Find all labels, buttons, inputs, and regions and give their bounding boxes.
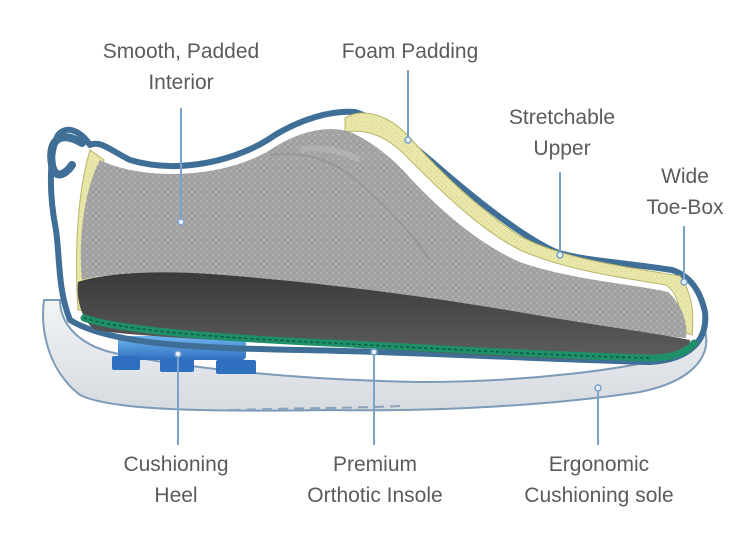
leader-lines <box>177 70 685 445</box>
callout-line: Stretchable <box>508 106 616 129</box>
callout-line: Heel <box>154 484 198 507</box>
callout-smooth-padded-interior: Smooth, Padded Interior <box>103 36 259 98</box>
callout-line: Orthotic Insole <box>307 484 443 507</box>
knit-upper <box>80 129 687 338</box>
callout-line: Toe-Box <box>646 196 724 219</box>
foam-padding-tongue <box>344 112 694 336</box>
callout-line: Wide <box>661 165 709 188</box>
callout-cushioning-heel: Cushioning Heel <box>123 449 228 511</box>
shoe-outline <box>47 108 709 365</box>
callout-premium-orthotic-insole: Premium Orthotic Insole <box>307 449 442 511</box>
callout-ergonomic-cushioning-sole: Ergonomic Cushioning sole <box>524 449 673 511</box>
callout-line: Foam Padding <box>341 40 479 63</box>
callout-line: Upper <box>533 137 591 160</box>
heel-pull-tab <box>47 133 86 179</box>
callout-foam-padding: Foam Padding <box>342 36 479 67</box>
callout-wide-toe-box: Wide Toe-Box <box>646 161 723 223</box>
callout-stretchable-upper: Stretchable Upper <box>509 102 615 164</box>
callout-line: Smooth, Padded <box>102 40 260 63</box>
callout-line: Cushioning <box>123 453 229 476</box>
callout-line: Ergonomic <box>548 453 650 476</box>
callout-line: Cushioning sole <box>524 484 674 507</box>
callout-line: Premium <box>332 453 417 476</box>
leader-dots <box>174 136 688 392</box>
callout-line: Interior <box>148 71 214 94</box>
